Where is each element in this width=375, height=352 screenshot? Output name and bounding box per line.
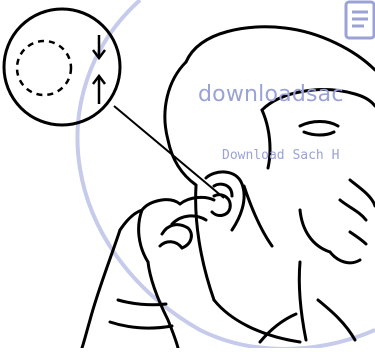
connector-line bbox=[114, 106, 224, 198]
head-outline bbox=[165, 27, 375, 342]
watermark-ring bbox=[78, 0, 375, 348]
watermark-text-primary: downloadsac bbox=[198, 82, 344, 107]
inset-dashed-circle bbox=[17, 41, 71, 95]
inset-magnifier bbox=[4, 9, 224, 198]
document-icon bbox=[346, 2, 374, 38]
hand-and-arm bbox=[82, 195, 230, 348]
up-arrow-icon bbox=[93, 76, 105, 104]
watermark-text-secondary: Download Sach H bbox=[222, 148, 339, 163]
